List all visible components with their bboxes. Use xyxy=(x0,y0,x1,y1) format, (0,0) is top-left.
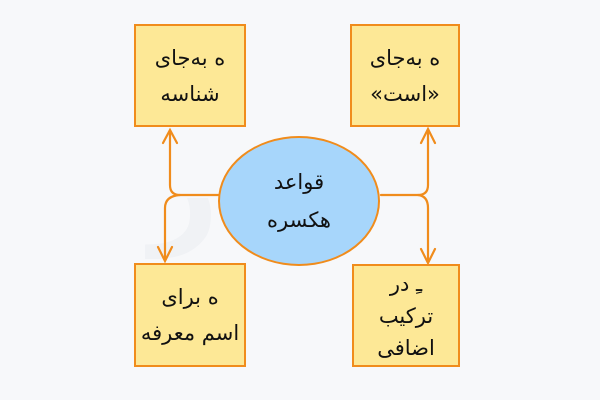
node-text-line: «است» xyxy=(370,81,440,106)
node-text-line: ـِ در xyxy=(389,271,423,296)
node-text-line: ترکیب xyxy=(378,303,434,328)
node-text-line: ه به‌جای xyxy=(369,45,441,70)
node-top-left: ه به‌جای شناسه xyxy=(134,24,246,127)
node-text-line: اسم معرفه xyxy=(140,321,240,345)
node-text-line: ه به‌جای xyxy=(154,45,226,70)
center-node: قواعد هکسره xyxy=(218,136,380,266)
node-text-line: ه برای xyxy=(161,285,219,309)
node-text-line: شناسه xyxy=(160,81,220,106)
node-text-line: اضافی xyxy=(377,335,435,360)
node-bottom-left: ه برای اسم معرفه xyxy=(134,263,246,367)
center-text-line: قواعد xyxy=(273,170,325,194)
node-top-right: ه به‌جای «است» xyxy=(350,24,460,127)
node-bottom-right: ـِ در ترکیب اضافی xyxy=(352,264,460,367)
center-text-line: هکسره xyxy=(267,208,331,232)
